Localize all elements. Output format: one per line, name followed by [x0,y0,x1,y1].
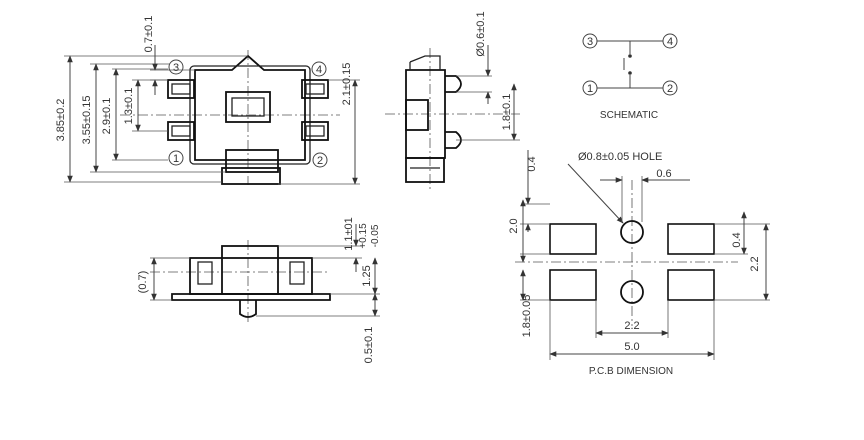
switch-frame [189,65,311,165]
bottom-tab [221,167,281,185]
terminal-3-inner [171,83,191,95]
pin-2-marker [312,152,328,168]
dim-hole-sep: 0.4 [526,156,538,171]
terminal-2-inner [305,125,325,137]
dim-pin-offset: 2.1±0.15 [341,63,353,106]
side-post-top [445,75,462,93]
dim-slot-w: 0.6 [656,168,671,180]
pcb-dimension: Ø0.8±0.05 HOLE 0.6 0.4 2.0 1.8±0.05 0.4 … [508,150,770,377]
pcb-hole-bottom [620,280,644,304]
schematic: 3 4 1 2 SCHEMATIC [582,33,678,121]
pcb-hole-top [620,220,644,244]
front-base [171,293,331,301]
terminal-3 [167,79,195,99]
schem-pin-3: 3 [587,36,593,48]
front-terminal-left [197,261,213,285]
schem-pin-4: 4 [667,36,673,48]
terminal-4-inner [305,83,325,95]
dim-overall-height: 3.85±0.2 [55,99,67,142]
side-tab [405,157,445,183]
front-cap [221,245,279,295]
pin-3-marker [168,59,184,75]
pcb-caption: P.C.B DIMENSION [589,366,673,377]
front-view: 1.1±01 +0.15 -0.05 1.25 (0.7) 0.5±0.1 [137,217,381,363]
dim-total: 5.0 [624,341,639,353]
pcb-pad-1 [549,269,597,301]
dim-cap-height: 1.1±01 [343,217,355,251]
dim-pad-span: 2.2 [749,256,761,271]
pcb-pad-2 [667,269,715,301]
dim-body-thickness: 1.25 [361,265,373,286]
switch-body-outline [194,54,306,161]
top-view: 3 4 1 2 3.85±0.2 3.55±0.15 2.9±0.1 1.3±0… [55,16,360,185]
actuator [225,91,271,123]
dim-post-dia: Ø0.6±0.1 [475,11,487,56]
terminal-1-inner [171,125,191,137]
front-post [239,300,257,318]
dim-post-length: 0.5±0.1 [363,327,375,364]
side-view: Ø0.6±0.1 1.8±0.1 [385,11,520,190]
pin-4-label: 4 [316,64,322,76]
dim-pad-pitch: 2.0 [508,218,520,233]
dim-pin-width: 1.3±0.1 [123,88,135,125]
dim-tol-minus: -0.05 [370,224,381,247]
side-actuator [405,99,429,131]
dim-ref-height: (0.7) [137,271,149,294]
pin-2-label: 2 [317,155,323,167]
dim-hole-pitch: 2.2 [624,320,639,332]
dim-pin-pitch-top: 0.7±0.1 [143,16,155,53]
pcb-pad-4 [667,223,715,255]
actuator-inner [231,97,265,117]
pin-3-label: 3 [173,62,179,74]
dim-tol-plus: +0.15 [358,223,369,249]
front-terminal-right [289,261,305,285]
schem-pin-2: 2 [667,83,673,95]
dim-post-span: 1.8±0.1 [501,94,513,131]
schem-pin-1: 1 [587,83,593,95]
pin-4-marker [311,61,327,77]
front-body [189,257,313,295]
bottom-post [225,149,279,173]
dim-body-height: 3.55±0.15 [81,96,93,145]
pin-1-marker [168,150,184,166]
dim-pad-len: 1.8±0.05 [521,295,533,338]
pcb-pad-3 [549,223,597,255]
pin-1-label: 1 [173,153,179,165]
terminal-2 [301,121,329,141]
terminal-4 [301,79,329,99]
dim-pad-h: 0.4 [731,232,743,247]
pcb-hole-label: Ø0.8±0.05 HOLE [578,151,662,163]
schematic-caption: SCHEMATIC [600,110,658,121]
dim-pin-span: 2.9±0.1 [101,98,113,135]
